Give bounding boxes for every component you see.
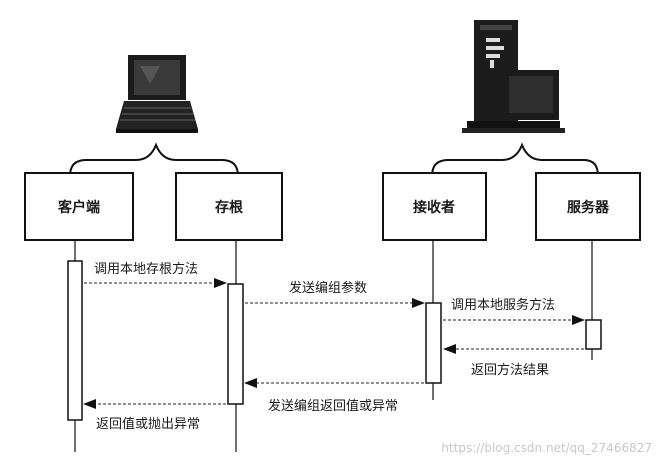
stub-box	[175, 172, 283, 241]
client-group-brace	[69, 142, 239, 177]
message-2-arrowhead	[412, 298, 425, 308]
client-activation	[67, 260, 83, 421]
message-5-label: 发送编组返回值或异常	[268, 398, 398, 414]
receiver-label: 接收者	[413, 199, 455, 216]
server-box	[535, 172, 641, 241]
message-4-label: 返回方法结果	[471, 362, 549, 378]
message-5-arrowhead	[244, 378, 257, 388]
server-group-brace	[431, 142, 599, 177]
receiver-activation	[425, 302, 442, 384]
message-1-arrowhead	[214, 278, 227, 288]
message-6-label: 返回值或抛出异常	[96, 416, 200, 432]
client-label: 客户端	[57, 199, 100, 216]
message-3-arrowhead	[572, 315, 585, 325]
message-2-label: 发送编组参数	[289, 280, 367, 296]
message-3-label: 调用本地服务方法	[451, 297, 555, 313]
stub-label: 存根	[215, 199, 244, 216]
message-4-arrowhead	[443, 344, 456, 354]
message-6-arrowhead	[83, 399, 96, 409]
server-label: 服务器	[567, 199, 610, 216]
message-1-label: 调用本地存根方法	[94, 261, 198, 277]
stub-activation	[227, 283, 244, 405]
watermark-text: https://blog.csdn.net/qq_27466827	[441, 441, 652, 455]
receiver-box	[382, 172, 487, 241]
server-activation	[585, 319, 602, 350]
message-arrowheads	[83, 278, 585, 409]
laptop-computer-icon	[116, 55, 198, 133]
tower-server-computer-icon	[462, 20, 565, 133]
client-box	[24, 172, 134, 241]
